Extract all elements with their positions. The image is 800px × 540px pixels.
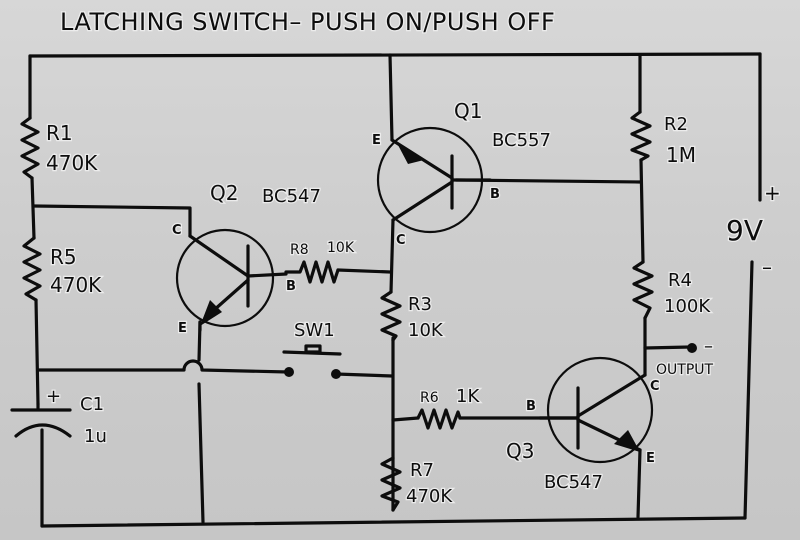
wire-q2-collector [32,204,192,238]
q2-pin-collector: C [172,223,182,238]
wire-r5-c1 [34,298,40,406]
sw1-name: SW1 [294,320,335,341]
q1-part: BC557 [492,130,551,151]
c1-name: C1 [80,394,104,415]
wire-node-r6 [391,416,420,422]
wire-q1-emitter [388,53,394,142]
q1-pin-collector: C [396,233,406,248]
battery-plus: + [764,181,781,205]
r2-name: R2 [664,114,688,135]
q3-pin-base: B [526,399,536,414]
resistor-r4: R4 100K [632,260,713,320]
transistor-q3: Q3 BC547 B C E [505,356,661,494]
resistor-r5: R5 470K [22,236,103,302]
battery-9v: + 9V – [725,180,782,281]
wire-switch-node [334,372,394,378]
r4-value: 100K [664,296,711,317]
q2-base-lead [246,272,288,278]
q3-part: BC547 [544,472,603,493]
q2-collector-lead [188,234,250,278]
resistor-r8: R8 10K [284,239,356,284]
output-label: OUTPUT [656,362,714,378]
c1-plate-negative [14,423,72,438]
resistor-r3: R3 10K [380,290,445,342]
r8-name: R8 [290,242,309,258]
capacitor-c1: + C1 1u [10,385,108,448]
q1-pin-emitter: E [372,133,381,148]
r3-value: 10K [408,320,444,341]
r1-value: 470K [46,151,98,175]
wire-q3-emitter [636,448,642,519]
wire-top-rail [28,52,762,58]
wire-r8-node [336,268,392,274]
q3-name: Q3 [506,439,534,463]
q3-collector-lead [576,373,647,418]
wire-q2-emitter-down [197,382,205,524]
r5-name: R5 [50,245,77,269]
q1-pin-base: B [490,187,500,202]
wire-c1-to-switch [36,359,290,374]
q2-emitter-arrow [200,300,222,326]
wire-r2-r4 [639,158,645,264]
wire-r1-r5 [30,176,36,240]
q3-pin-emitter: E [646,451,655,466]
r2-value: 1M [666,143,696,167]
resistor-r7: R7 470K [380,456,455,512]
resistor-r6: R6 1K [416,385,482,430]
r1-name: R1 [46,121,73,145]
diagram-title: LATCHING SWITCH– PUSH ON/PUSH OFF [60,8,555,36]
wires [28,52,762,528]
r7-name: R7 [410,460,434,481]
battery-voltage: 9V [726,214,763,247]
r8-value: 10K [327,240,355,256]
q1-collector-lead [391,180,454,222]
r6-name: R6 [420,390,439,406]
c1-polarity: + [46,386,61,407]
resistor-r1: R1 470K [20,116,99,180]
wire-q1-collector [389,218,395,294]
r3-name: R3 [408,294,432,315]
r4-name: R4 [668,270,692,291]
wire-battery-bottom [743,260,754,520]
output-terminal: – OUTPUT [655,335,715,380]
q2-pin-base: B [286,279,296,294]
transistor-q1: Q1 BC557 E B C [371,98,552,250]
q2-name: Q2 [210,181,238,205]
r7-value: 470K [406,486,453,507]
wire-bottom-rail [40,516,747,528]
q2-pin-emitter: E [178,321,187,336]
q1-name: Q1 [454,99,482,123]
q1-emitter-arrow [398,145,424,164]
sw1-button [304,344,322,354]
wire-output-tap [643,345,692,350]
switch-sw1: SW1 [282,319,342,379]
resistor-r2: R2 1M [630,110,697,168]
transistor-q2: Q2 BC547 C B E [171,180,322,338]
r6-value: 1K [456,386,480,407]
c1-value: 1u [84,426,107,447]
q2-part: BC547 [262,186,321,207]
battery-minus: – [762,255,772,279]
q3-emitter-arrow [614,430,640,452]
output-minus: – [704,336,713,357]
r5-value: 470K [50,273,102,297]
q3-pin-collector: C [650,379,660,394]
